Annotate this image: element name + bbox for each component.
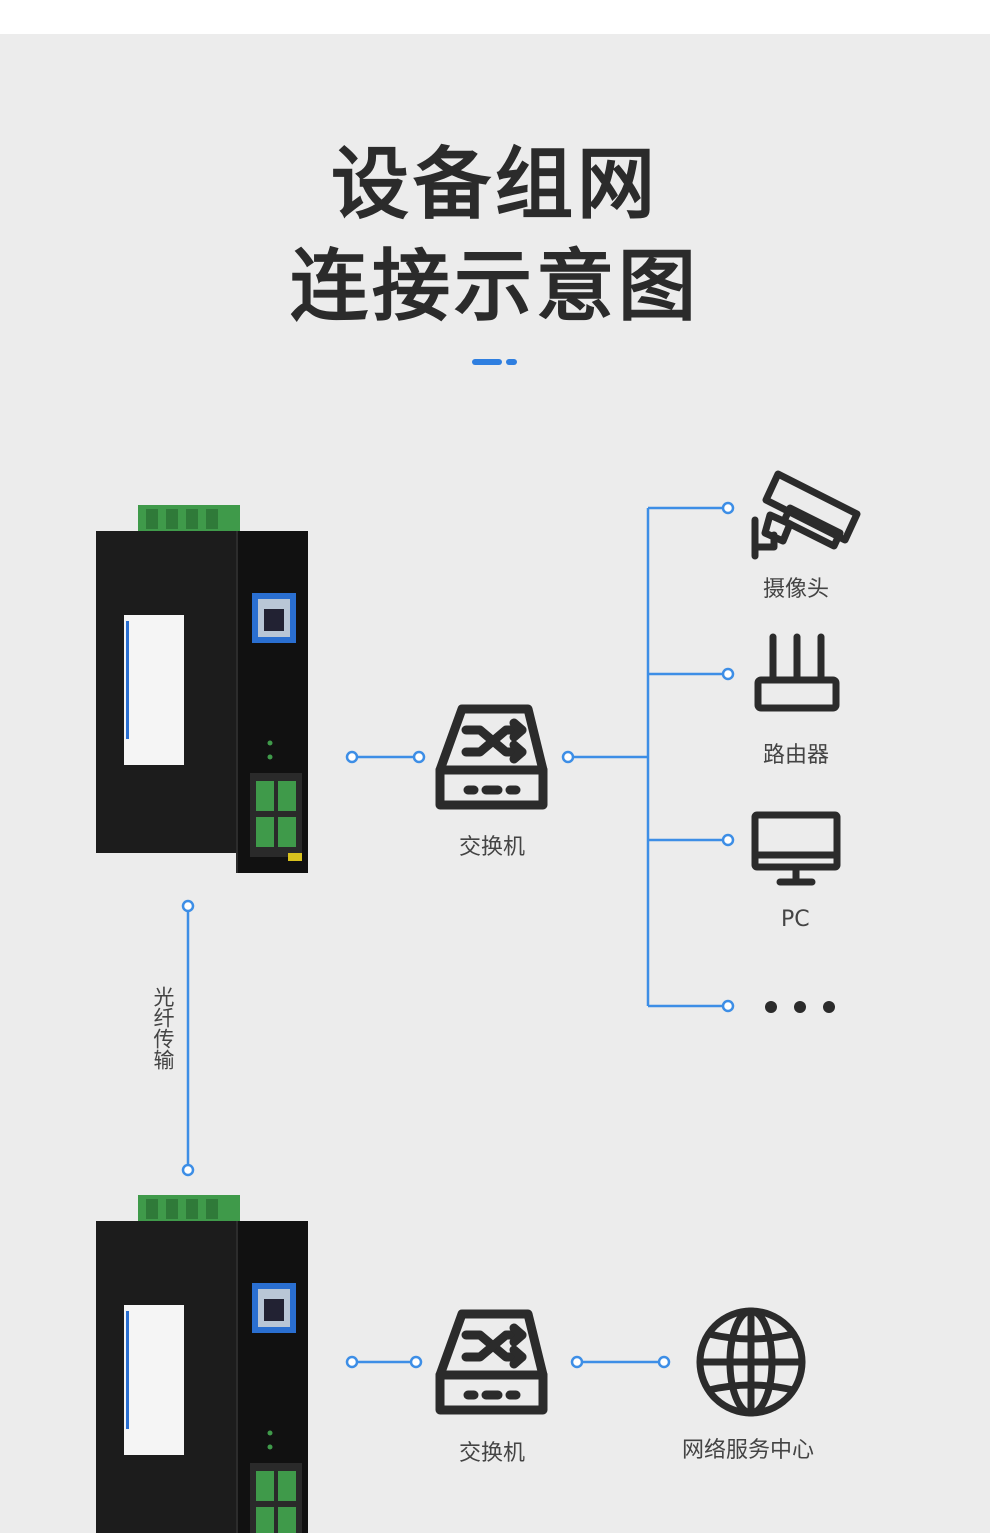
- bottom-device-switch-link: [345, 1355, 423, 1369]
- server-label: 网络服务中心: [682, 1438, 815, 1463]
- camera-label: 摄像头: [763, 577, 830, 602]
- pc-label: PC: [781, 907, 810, 932]
- monitor-icon: [751, 811, 841, 886]
- switch-server-link: [570, 1355, 671, 1369]
- top-switch-label: 交换机: [459, 835, 526, 860]
- title-line-2: 连接示意图: [289, 242, 700, 332]
- bottom-media-converter: [96, 1195, 308, 1533]
- router-label: 路由器: [763, 743, 830, 768]
- bottom-switch-label: 交换机: [459, 1441, 526, 1466]
- ellipsis-icon: [765, 1001, 835, 1013]
- title-accent-dot: [506, 359, 517, 365]
- title-line-1: 设备组网: [330, 140, 659, 230]
- top-device-switch-link: [345, 750, 426, 764]
- top-media-converter: [96, 505, 308, 873]
- fiber-link: [181, 899, 195, 1177]
- branch-tree: [568, 506, 728, 1008]
- camera-icon: [751, 470, 861, 560]
- globe-icon: [696, 1307, 806, 1417]
- top-band: [0, 0, 990, 34]
- bottom-shuffle-switch-icon: [440, 1314, 543, 1410]
- title-accent-bar: [472, 359, 502, 365]
- fiber-link-label: 光纤传输: [151, 986, 175, 1070]
- shuffle-switch-icon: [440, 709, 543, 805]
- router-icon: [754, 633, 840, 712]
